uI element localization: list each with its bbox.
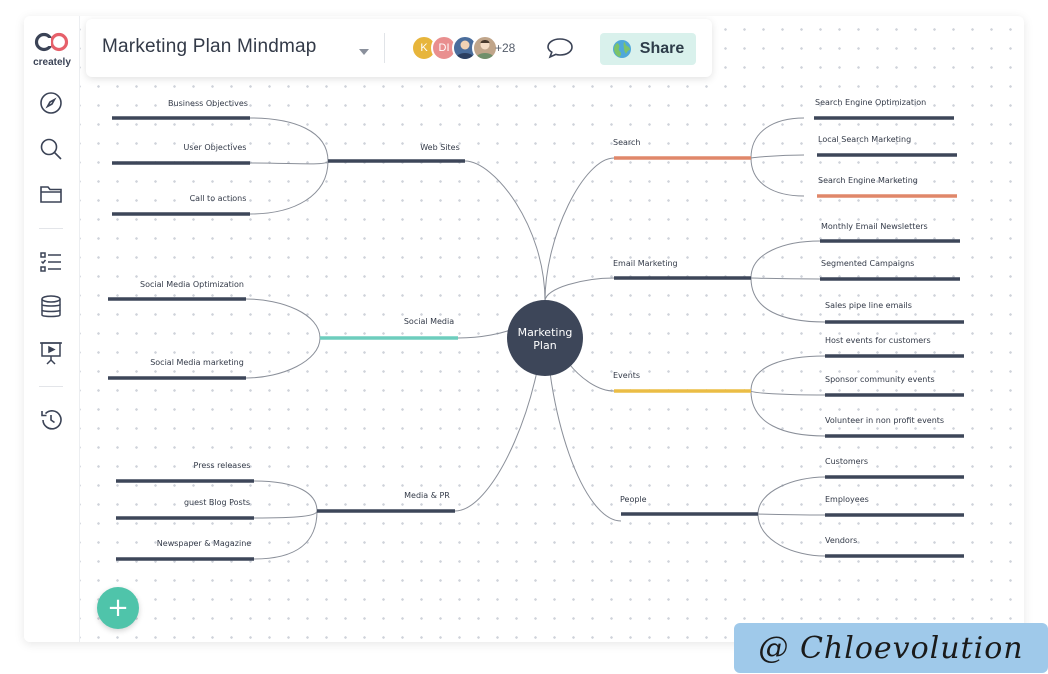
app-window: Marketing Plan Web Sites Social Media Me… [24, 16, 1024, 642]
comment-icon[interactable] [546, 37, 574, 64]
branch-label-events[interactable]: Events [613, 371, 640, 380]
logo-icon [34, 32, 69, 52]
child-label[interactable]: Sales pipe line emails [825, 301, 912, 310]
branch-label-web-sites[interactable]: Web Sites [420, 143, 460, 152]
child-label[interactable]: Search Engine Marketing [818, 176, 918, 185]
watermark-text: @ Chloevolution [758, 630, 1024, 666]
history-icon[interactable] [38, 407, 64, 433]
user-photo-icon [456, 40, 474, 59]
watermark: @ Chloevolution [734, 623, 1048, 673]
child-label[interactable]: Call to actions [190, 194, 247, 203]
child-label[interactable]: Social Media Optimization [140, 280, 244, 289]
sidebar-divider [39, 228, 63, 229]
child-label[interactable]: User Objectives [184, 143, 247, 152]
branch-label-search[interactable]: Search [613, 138, 640, 147]
child-label[interactable]: Search Engine Optimization [815, 98, 926, 107]
left-sidebar: creately [24, 16, 80, 642]
child-label[interactable]: Sponsor community events [825, 375, 935, 384]
child-label[interactable]: Host events for customers [825, 336, 931, 345]
child-label[interactable]: Social Media marketing [150, 358, 244, 367]
child-label[interactable]: Local Search Marketing [818, 135, 911, 144]
search-icon[interactable] [38, 136, 64, 162]
child-label[interactable]: Vendors [825, 536, 857, 545]
presentation-icon[interactable] [38, 340, 64, 366]
logo-text: creately [33, 57, 71, 68]
branch-bars [108, 116, 964, 561]
child-label[interactable]: guest Blog Posts [184, 498, 250, 507]
checklist-icon[interactable] [38, 249, 64, 275]
child-label[interactable]: Newspaper & Magazine [157, 539, 251, 548]
mindmap-canvas[interactable]: Marketing Plan Web Sites Social Media Me… [24, 16, 1024, 642]
folder-icon[interactable] [38, 181, 64, 207]
top-bar: Marketing Plan Mindmap K DI +28 [86, 19, 712, 77]
share-button-label: Share [639, 40, 685, 57]
branch-label-people[interactable]: People [620, 495, 647, 504]
collaborator-count[interactable]: +28 [495, 41, 516, 55]
avatar[interactable] [472, 35, 498, 61]
center-node-label-line1: Marketing [518, 326, 573, 339]
globe-icon [612, 40, 631, 58]
child-label[interactable]: Monthly Email Newsletters [821, 222, 928, 231]
branch-label-social-media[interactable]: Social Media [404, 317, 454, 326]
child-label[interactable]: Volunteer in non profit events [825, 416, 944, 425]
share-button[interactable]: Share [600, 33, 696, 65]
center-node[interactable]: Marketing Plan [507, 300, 583, 376]
branch-label-media-pr[interactable]: Media & PR [404, 491, 450, 500]
child-label[interactable]: Employees [825, 495, 869, 504]
branch-label-email-marketing[interactable]: Email Marketing [613, 259, 678, 268]
center-node-label-line2: Plan [533, 339, 556, 352]
child-label[interactable]: Segmented Campaigns [821, 259, 914, 268]
child-label[interactable]: Business Objectives [168, 99, 248, 108]
child-label[interactable]: Press releases [194, 461, 251, 470]
user-photo-icon [476, 40, 494, 59]
creately-logo[interactable]: creately [29, 32, 75, 68]
avatar-initial: K [420, 42, 428, 54]
sidebar-divider [39, 386, 63, 387]
topbar-divider [384, 33, 385, 63]
chevron-down-icon[interactable] [358, 43, 370, 61]
add-button[interactable]: + [97, 587, 139, 629]
document-title[interactable]: Marketing Plan Mindmap [102, 36, 317, 57]
compass-icon[interactable] [38, 90, 64, 116]
child-label[interactable]: Customers [825, 457, 868, 466]
database-icon[interactable] [38, 294, 64, 320]
avatar-initial: DI [438, 42, 450, 54]
